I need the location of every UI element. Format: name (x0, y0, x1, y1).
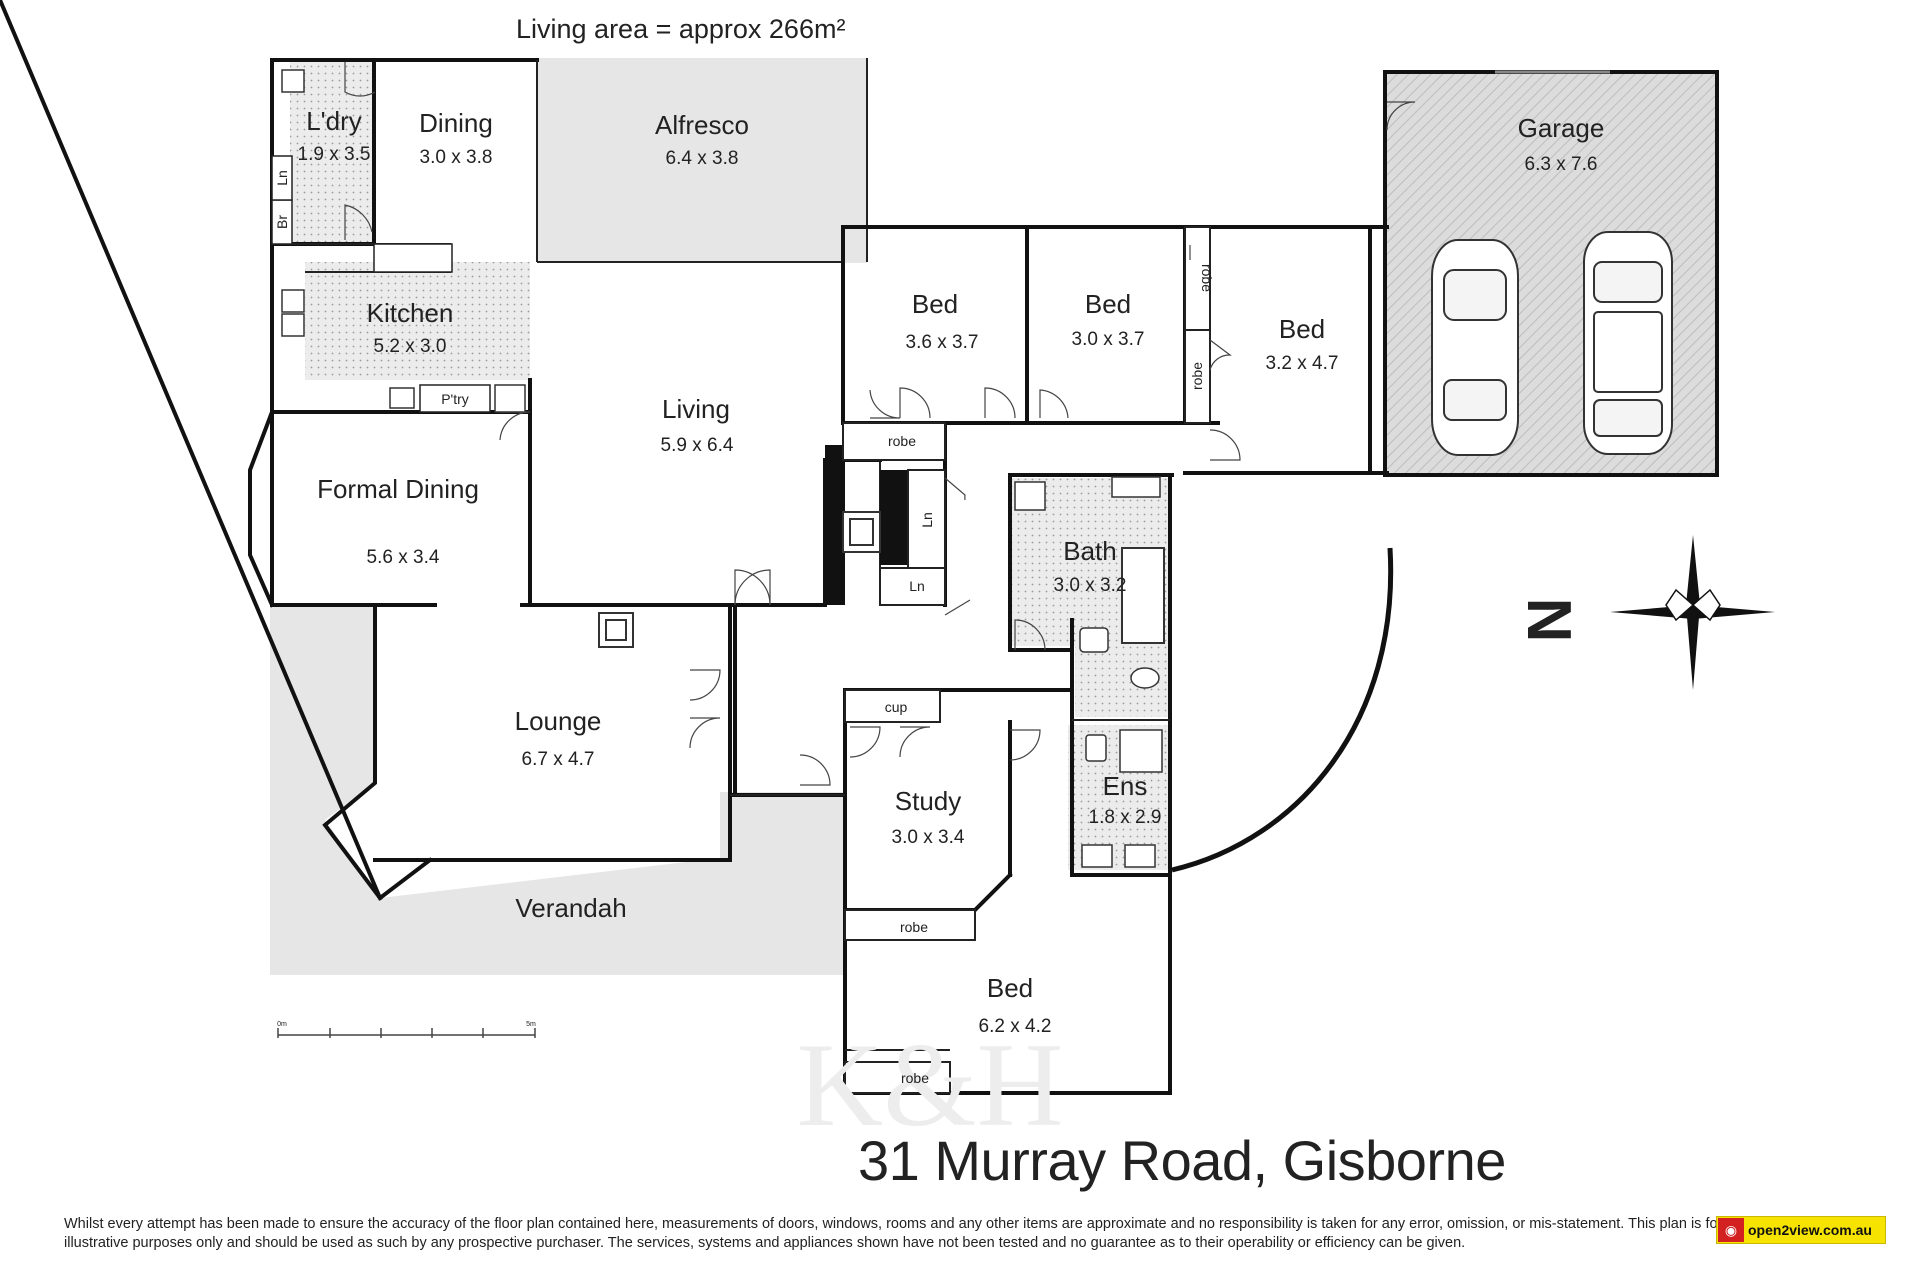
room-name-verandah: Verandah (515, 893, 626, 923)
room-name-bath: Bath (1063, 536, 1117, 566)
car-right-icon (1583, 231, 1673, 455)
robe-bed1-box (842, 422, 946, 461)
label-robe-bed1: robe (888, 433, 916, 449)
scale-end-label: 5m (526, 1021, 536, 1028)
room-name-kitchen: Kitchen (367, 298, 454, 328)
robe-main2-box (844, 1061, 951, 1094)
room-dims-alfresco: 6.4 x 3.8 (666, 148, 739, 169)
label-ln-hall-1: Ln (919, 512, 935, 528)
room-dims-bath: 3.0 x 3.2 (1054, 575, 1127, 596)
room-dims-bed2: 3.0 x 3.7 (1072, 329, 1145, 350)
room-name-study: Study (895, 786, 962, 816)
fireplace-block (825, 445, 845, 605)
garage-door-swing (1386, 101, 1416, 131)
living-area-caption: Living area = approx 266m² (516, 14, 846, 44)
scale-bar (277, 1028, 536, 1038)
hall-linen-2 (879, 567, 946, 606)
basin-icon (281, 69, 1163, 868)
property-address: 31 Murray Road, Gisborne (858, 1129, 1506, 1192)
disclaimer-text: Whilst every attempt has been made to en… (64, 1216, 1723, 1251)
hall-linen-dark (880, 470, 908, 565)
walls (0, 0, 1389, 901)
room-dims-ensuite: 1.8 x 2.9 (1089, 807, 1162, 828)
room-dims-laundry: 1.9 x 3.5 (298, 144, 371, 165)
pantry-box (419, 384, 491, 413)
room-dims-dining: 3.0 x 3.8 (420, 147, 493, 168)
bath-tub-icon (1121, 547, 1165, 644)
camera-icon: ◉ (1718, 1218, 1744, 1242)
room-name-alfresco: Alfresco (655, 110, 749, 140)
label-robe-main-2: robe (901, 1070, 929, 1086)
room-name-ensuite: Ens (1103, 771, 1148, 801)
toilet-icon (1079, 627, 1160, 762)
fireplace-icon (842, 511, 881, 553)
room-name-main-bed: Bed (987, 973, 1033, 1003)
car-left-icon (1431, 239, 1519, 456)
robe-main1-box (844, 909, 976, 941)
label-robe-bed3: robe (1189, 362, 1205, 390)
label-robe-bed2: robe (1199, 264, 1215, 292)
room-name-bed3: Bed (1279, 314, 1325, 344)
room-dims-bed3: 3.2 x 4.7 (1266, 353, 1339, 374)
robe-bed3-box (1184, 329, 1211, 424)
logo-text: open2view.com.au (1748, 1222, 1872, 1238)
room-dims-main-bed: 6.2 x 4.2 (979, 1016, 1052, 1037)
verandah-area (270, 605, 845, 975)
room-name-formal-dining: Formal Dining (317, 474, 479, 504)
scale-start-label: 0m (277, 1021, 287, 1028)
kitchen-floor (305, 262, 530, 380)
room-dims-kitchen: 5.2 x 3.0 (374, 336, 447, 357)
laundry-ln-box (271, 155, 293, 201)
room-dims-lounge: 6.7 x 4.7 (522, 749, 595, 770)
door-swings (344, 62, 1241, 786)
driveway-curve (1171, 547, 1394, 873)
label-ln-laundry: Ln (274, 170, 290, 186)
compass-icon (1610, 535, 1775, 690)
room-dims-garage: 6.3 x 7.6 (1525, 154, 1598, 175)
label-ln-hall-2: Ln (909, 578, 925, 594)
heater-icon (598, 612, 634, 648)
label-br: Br (274, 215, 290, 229)
room-name-bed2: Bed (1085, 289, 1131, 319)
label-cup: cup (885, 699, 908, 715)
compass-north-label: N (1514, 598, 1583, 643)
room-name-garage: Garage (1518, 113, 1605, 143)
label-pantry: P'try (441, 391, 469, 407)
watermark: K&H (797, 1018, 1064, 1151)
alfresco-area (537, 58, 867, 263)
label-robe-main-1: robe (900, 919, 928, 935)
room-name-dining: Dining (419, 108, 493, 138)
room-dims-living: 5.9 x 6.4 (661, 435, 734, 456)
open2view-logo[interactable]: ◉ open2view.com.au (1716, 1216, 1886, 1244)
room-name-laundry: L'dry (306, 106, 362, 136)
cup-box (844, 689, 941, 723)
room-dims-formal-dining: 5.6 x 3.4 (367, 547, 440, 568)
room-dims-study: 3.0 x 3.4 (892, 827, 965, 848)
kitchen-bench (373, 243, 453, 273)
room-name-bed1: Bed (912, 289, 958, 319)
room-name-living: Living (662, 394, 730, 424)
room-name-lounge: Lounge (515, 706, 602, 736)
room-dims-bed1: 3.6 x 3.7 (906, 332, 979, 353)
